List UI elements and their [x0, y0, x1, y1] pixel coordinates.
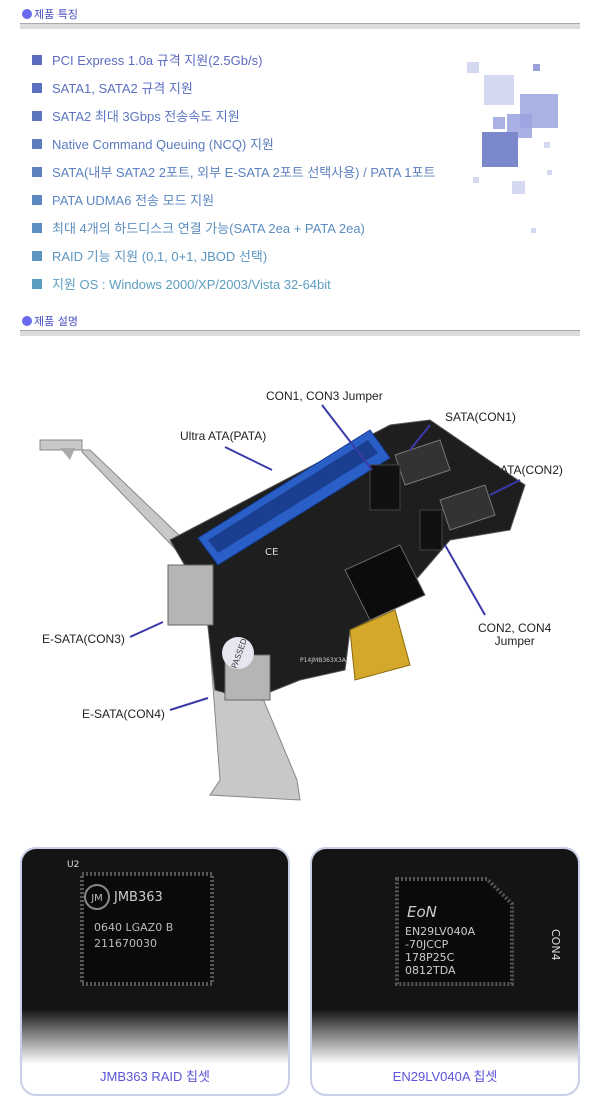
feature-text: PCI Express 1.0a 규격 지원(2.5Gb/s)	[52, 53, 263, 68]
jmb363-closeup-photo: JM JMB363 0640 LGAZ0 B 211670030 U2	[22, 849, 288, 1064]
label-ultra-ata: Ultra ATA(PATA)	[180, 429, 267, 443]
arrow-icon	[224, 446, 273, 471]
description-section-header: 제품 설명	[20, 313, 580, 336]
feature-text: SATA2 최대 3Gbps 전송속도 지원	[52, 109, 240, 124]
pci-bracket	[39, 439, 301, 801]
arrow-icon	[169, 697, 209, 711]
arrow-icon	[444, 544, 486, 616]
arrow-icon	[489, 479, 521, 496]
feature-item: SATA(내부 SATA2 2포트, 외부 E-SATA 2포트 선택사용) /…	[32, 162, 435, 181]
chip-text: 178P25C	[405, 951, 455, 964]
chip-text: 0640 LGAZ0 B	[94, 921, 173, 934]
pci-express-fingers	[349, 609, 411, 681]
feature-text: SATA1, SATA2 규격 지원	[52, 81, 193, 96]
description-title: 제품 설명	[34, 315, 78, 328]
en29lv040a-closeup-photo: EoN EN29LV040A -70JCCP 178P25C 0812TDA C…	[312, 849, 578, 1064]
arrow-icon	[321, 404, 373, 471]
bullet-square-icon	[32, 166, 42, 177]
chip-text: -70JCCP	[405, 938, 449, 951]
label-line: Jumper	[494, 634, 535, 648]
feature-item: RAID 기능 지원 (0,1, 0+1, JBOD 선택)	[32, 246, 267, 265]
jm-logo: JM	[90, 893, 103, 904]
label-sata-con2: SATA(CON2)	[492, 463, 563, 477]
photo-fade	[312, 1009, 578, 1064]
sata-connector-1	[394, 439, 451, 486]
esata-port-1	[167, 564, 214, 626]
board-ref-text: U2	[67, 860, 79, 870]
feature-item: SATA1, SATA2 규격 지원	[32, 78, 193, 97]
feature-text: SATA(내부 SATA2 2포트, 외부 E-SATA 2포트 선택사용) /…	[52, 165, 436, 180]
bullet-square-icon	[32, 82, 42, 93]
label-sata-con1: SATA(CON1)	[445, 410, 516, 424]
feature-item: SATA2 최대 3Gbps 전송속도 지원	[32, 106, 240, 125]
callout-arrows	[129, 404, 521, 711]
feature-item: PCI Express 1.0a 규격 지원(2.5Gb/s)	[32, 50, 262, 69]
chip-text: JMB363	[113, 890, 163, 905]
feature-item: 지원 OS : Windows 2000/XP/2003/Vista 32-64…	[32, 274, 331, 293]
bullet-square-icon	[32, 110, 42, 121]
bullet-square-icon	[32, 278, 42, 289]
model-mark: P14JMB363X3A	[300, 657, 347, 664]
header-divider	[20, 330, 580, 336]
label-con2-con4-jumper: CON2, CON4 Jumper	[478, 622, 551, 648]
board-ref-text: CON4	[549, 929, 562, 961]
header-divider	[20, 23, 580, 29]
chip-text: 211670030	[94, 937, 157, 950]
label-con1-con3-jumper: CON1, CON3 Jumper	[266, 389, 383, 403]
features-section-header: 제품 특징	[20, 6, 580, 29]
feature-item: 최대 4개의 하드디스크 연결 가능(SATA 2ea + PATA 2ea)	[32, 218, 365, 237]
feature-item: Native Command Queuing (NCQ) 지원	[32, 134, 274, 153]
feature-item: PATA UDMA6 전송 모드 지원	[32, 190, 214, 209]
chip-text: EN29LV040A	[405, 925, 476, 938]
closeup-panel-en29lv040a: EoN EN29LV040A -70JCCP 178P25C 0812TDA C…	[310, 847, 580, 1096]
feature-text: 최대 4개의 하드디스크 연결 가능(SATA 2ea + PATA 2ea)	[52, 221, 365, 236]
feature-text: 지원 OS : Windows 2000/XP/2003/Vista 32-64…	[52, 277, 331, 292]
arrow-icon	[409, 424, 431, 451]
photo-fade	[22, 1009, 288, 1064]
feature-text: RAID 기능 지원 (0,1, 0+1, JBOD 선택)	[52, 249, 268, 264]
label-line: CON2, CON4	[478, 621, 552, 635]
features-title: 제품 특징	[34, 8, 78, 21]
feature-text: Native Command Queuing (NCQ) 지원	[52, 137, 274, 152]
bullet-square-icon	[32, 250, 42, 261]
bullet-square-icon	[32, 54, 42, 65]
feature-text: PATA UDMA6 전송 모드 지원	[52, 193, 215, 208]
arrow-icon	[129, 621, 164, 638]
chip-text: 0812TDA	[405, 964, 456, 977]
bullet-square-icon	[32, 138, 42, 149]
bullet-square-icon	[32, 222, 42, 233]
closeup-panel-jmb363: JM JMB363 0640 LGAZ0 B 211670030 U2 JMB3…	[20, 847, 290, 1096]
label-esata-con3: E-SATA(CON3)	[42, 632, 125, 646]
sata-connector-2	[439, 484, 496, 531]
raid-card-photo: PASSED CE P14JMB363X3A	[39, 404, 526, 801]
bullet-circle-icon	[22, 9, 32, 19]
label-esata-con4: E-SATA(CON4)	[82, 707, 165, 721]
bullet-circle-icon	[22, 316, 32, 326]
ce-mark: CE	[265, 547, 278, 558]
eon-logo: EoN	[407, 903, 437, 921]
jmb363-chip	[344, 544, 426, 621]
bullet-square-icon	[32, 194, 42, 205]
closeup-caption: JMB363 RAID 칩셋	[100, 1069, 210, 1084]
closeup-caption: EN29LV040A 칩셋	[392, 1069, 498, 1084]
